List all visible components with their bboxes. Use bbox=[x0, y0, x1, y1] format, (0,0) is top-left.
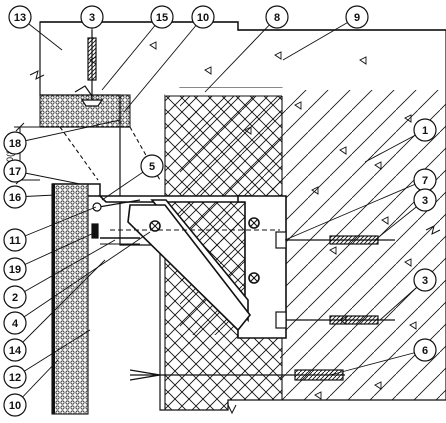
callout-number: 12 bbox=[9, 372, 21, 384]
callout-bubble bbox=[413, 188, 437, 212]
callout-bubble bbox=[3, 257, 27, 281]
leader-line bbox=[14, 231, 151, 324]
callout-bubble bbox=[265, 5, 289, 29]
callout-number: 3 bbox=[89, 12, 95, 24]
leader-line bbox=[14, 119, 121, 144]
callout-c9: 9 bbox=[282, 5, 369, 61]
leader-line bbox=[123, 16, 204, 113]
callout-c2: 2 bbox=[3, 239, 116, 309]
callout-number: 13 bbox=[14, 12, 26, 24]
callout-bubble bbox=[3, 131, 27, 155]
callout-bubble bbox=[3, 365, 27, 389]
callout-bubble bbox=[140, 154, 164, 178]
callout-number: 15 bbox=[156, 12, 168, 24]
callout-number: 18 bbox=[9, 138, 21, 150]
callout-c3a: 3 bbox=[80, 5, 104, 40]
callout-bubble bbox=[413, 118, 437, 142]
callout-number: 9 bbox=[354, 12, 360, 24]
callout-bubble bbox=[345, 5, 369, 29]
callout-bubble bbox=[3, 285, 27, 309]
callout-number: 10 bbox=[197, 12, 209, 24]
leader-line bbox=[204, 16, 278, 93]
callout-number: 5 bbox=[149, 161, 155, 173]
steel-bracket bbox=[98, 195, 287, 339]
callout-c5: 5 bbox=[101, 154, 164, 201]
callout-c15: 15 bbox=[101, 5, 174, 91]
leader-line bbox=[282, 16, 358, 61]
callout-bubble bbox=[191, 5, 215, 29]
callout-number: 1 bbox=[422, 125, 428, 137]
callout-c10b: 10 bbox=[3, 359, 59, 417]
callout-bubble bbox=[3, 228, 27, 252]
callout-number: 3 bbox=[422, 275, 428, 287]
leader-line bbox=[14, 259, 106, 351]
callout-number: 19 bbox=[9, 264, 21, 276]
callout-bubble bbox=[150, 5, 174, 29]
callout-bubble bbox=[413, 268, 437, 292]
callout-c16: 16 bbox=[3, 185, 56, 209]
callout-bubble bbox=[3, 311, 27, 335]
callout-number: 2 bbox=[12, 292, 18, 304]
soffit-fastener bbox=[74, 30, 104, 107]
callout-c10a: 10 bbox=[123, 5, 215, 113]
callout-bubble bbox=[3, 338, 27, 362]
callout-number: 11 bbox=[9, 235, 21, 247]
callout-c4: 4 bbox=[3, 231, 151, 335]
callout-bubble bbox=[8, 5, 32, 29]
leader-line bbox=[329, 349, 426, 376]
callout-number: 8 bbox=[274, 12, 280, 24]
leader-line bbox=[14, 329, 91, 378]
leader-line bbox=[14, 239, 116, 298]
dimension-label: 60(80) bbox=[5, 141, 15, 167]
callout-number: 17 bbox=[9, 166, 21, 178]
leader-line bbox=[101, 16, 163, 91]
callout-number: 4 bbox=[12, 318, 19, 330]
callout-number: 7 bbox=[422, 175, 428, 187]
callout-c12: 12 bbox=[3, 329, 91, 389]
callout-c11: 11 bbox=[3, 206, 97, 252]
cladding-screw bbox=[91, 199, 141, 239]
callout-bubble bbox=[413, 338, 437, 362]
callout-c8: 8 bbox=[204, 5, 289, 93]
callout-bubble bbox=[3, 185, 27, 209]
callout-bubble bbox=[3, 159, 27, 183]
callout-c6: 6 bbox=[329, 338, 437, 376]
callout-c13: 13 bbox=[8, 5, 63, 51]
callout-c3c: 3 bbox=[379, 268, 437, 321]
callout-number: 6 bbox=[422, 345, 428, 357]
anchor-bolts bbox=[129, 231, 395, 381]
callout-bubble bbox=[80, 5, 104, 29]
callout-c14: 14 bbox=[3, 259, 106, 362]
callout-number: 10 bbox=[9, 400, 21, 412]
leader-line bbox=[284, 179, 426, 241]
callout-c18: 18 bbox=[3, 119, 121, 155]
leader-line bbox=[14, 231, 97, 270]
callout-c19: 19 bbox=[3, 231, 97, 281]
callout-number: 16 bbox=[9, 192, 21, 204]
callout-number: 3 bbox=[422, 195, 428, 207]
callout-c1: 1 bbox=[364, 118, 437, 163]
callout-c17: 17 bbox=[3, 159, 81, 185]
callout-number: 14 bbox=[9, 345, 22, 357]
leader-line bbox=[14, 206, 97, 241]
callout-bubble bbox=[3, 393, 27, 417]
callout-c3b: 3 bbox=[374, 188, 437, 241]
